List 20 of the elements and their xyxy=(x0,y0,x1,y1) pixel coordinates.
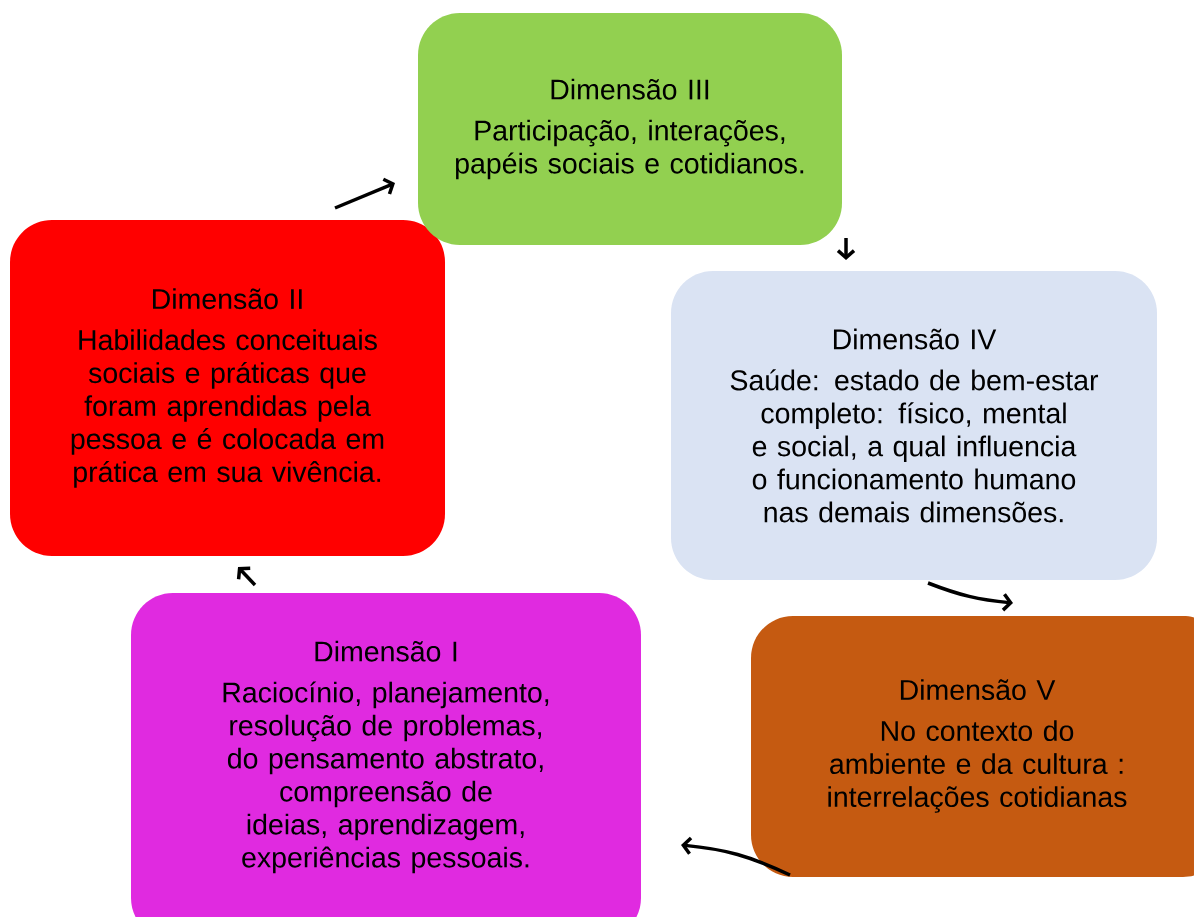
rounded-box xyxy=(418,13,842,245)
box-heading: Dimensão IV xyxy=(834,328,997,350)
box-text: Raciocínio, planejamento, resolução de problemas, do pensamento abstrato, compreensão de ideias, aprendizagem, experiências pessoais. xyxy=(223,681,549,874)
rounded-box xyxy=(10,220,445,556)
box-heading: Dimensão III xyxy=(551,78,709,100)
box-text: Participação, interações, papéis sociais e cotidianos. xyxy=(456,119,804,180)
arrow xyxy=(334,177,395,210)
arrow xyxy=(236,566,257,587)
box-heading: Dimensão V xyxy=(900,679,1056,701)
box-heading: Dimensão II xyxy=(153,288,302,310)
box-heading: Dimensão I xyxy=(315,640,457,662)
box-text: No contexto do ambiente e da cultura : interrelações cotidianas xyxy=(828,720,1127,813)
arrow xyxy=(836,238,856,260)
rounded-box xyxy=(751,616,1194,877)
rounded-box xyxy=(131,593,641,917)
arrow xyxy=(927,581,1013,612)
rounded-box xyxy=(671,271,1157,580)
box-text: Saúde: estado de bem-estar completo: físico, mental e social, a qual influencia o funcionamento humano nas demais dimensões. xyxy=(730,369,1099,523)
box-text: Habilidades conceituais sociais e práticas que foram aprendidas pela pessoa e é colocada em prática em sua vivência. xyxy=(71,329,384,488)
arrow xyxy=(681,836,791,877)
